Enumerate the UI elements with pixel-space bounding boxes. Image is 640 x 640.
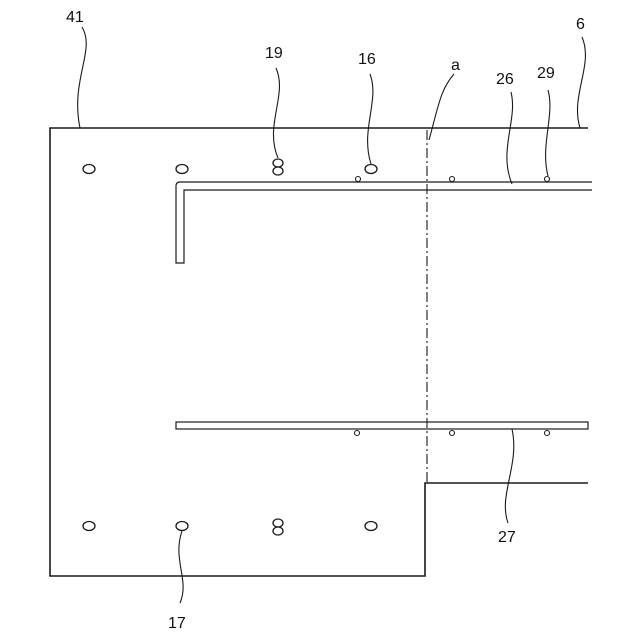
leader-line-41 <box>78 27 87 128</box>
upper-rail <box>176 182 592 263</box>
hole <box>365 522 377 531</box>
pin <box>545 177 550 182</box>
pin <box>355 431 360 436</box>
leader-line-a <box>429 74 454 140</box>
leader-line-19 <box>273 68 279 158</box>
leader-line-26 <box>507 92 513 184</box>
hole <box>176 165 188 174</box>
leader-line-17 <box>179 531 183 603</box>
label-19: 19 <box>265 45 283 62</box>
hole <box>273 519 283 527</box>
label-6: 6 <box>576 16 585 33</box>
pin <box>450 431 455 436</box>
leader-line-6 <box>577 37 585 128</box>
hole <box>83 522 95 531</box>
lower-rail <box>176 422 588 429</box>
plate-outline <box>50 128 588 576</box>
label-41: 41 <box>66 9 84 26</box>
label-a: a <box>451 57 460 74</box>
leader-line-16 <box>368 74 373 164</box>
hole <box>273 167 283 175</box>
label-27: 27 <box>498 529 516 546</box>
hole <box>365 165 377 174</box>
hole <box>176 522 188 531</box>
label-16: 16 <box>358 51 376 68</box>
leader-line-29 <box>546 90 550 176</box>
hole <box>83 165 95 174</box>
pin <box>545 431 550 436</box>
hole <box>273 159 283 167</box>
pin <box>356 177 361 182</box>
hole <box>273 527 283 535</box>
label-29: 29 <box>537 65 555 82</box>
leader-line-27 <box>505 429 513 523</box>
label-26: 26 <box>496 71 514 88</box>
label-17: 17 <box>168 615 186 632</box>
pin <box>450 177 455 182</box>
